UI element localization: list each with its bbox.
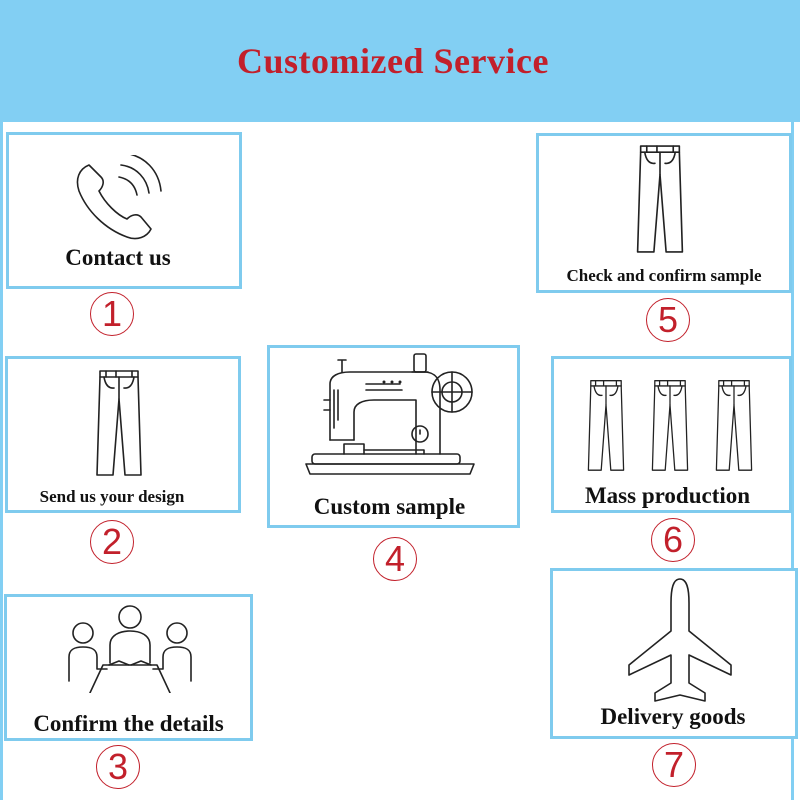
page-title: Customized Service: [237, 41, 549, 81]
step-card-delivery: Delivery goods: [550, 568, 798, 739]
step-label: Delivery goods: [600, 704, 746, 729]
step-number: 5: [646, 298, 690, 342]
step-label: Send us your design: [39, 487, 185, 506]
pants-icon: [636, 145, 684, 253]
step-card-check-sample: Check and confirm sample: [536, 133, 792, 293]
step-label: Check and confirm sample: [566, 266, 762, 285]
step-number: 1: [90, 292, 134, 336]
step-number: 6: [651, 518, 695, 562]
step-label: Contact us: [65, 245, 171, 270]
step-number: 4: [373, 537, 417, 581]
step-label: Custom sample: [313, 494, 466, 519]
step-card-confirm-details: Confirm the details: [4, 594, 253, 741]
step-card-contact: Contact us: [6, 132, 242, 289]
phone-icon: [76, 155, 162, 240]
airplane-icon: [628, 578, 732, 702]
step-label: Mass production: [584, 483, 751, 508]
header-banner: Customized Service: [0, 0, 800, 122]
step-number: 2: [90, 520, 134, 564]
pants-group-icon: [587, 380, 753, 471]
step-card-custom-sample: Custom sample: [267, 345, 520, 528]
step-label: Confirm the details: [33, 711, 224, 736]
step-number: 3: [96, 745, 140, 789]
content-frame: [0, 122, 794, 800]
pants-icon: [96, 370, 142, 476]
step-card-mass-production: Mass production: [551, 356, 792, 513]
meeting-icon: [68, 605, 192, 693]
sewing-machine-icon: [305, 353, 475, 475]
step-number: 7: [652, 743, 696, 787]
step-card-design: Send us your design: [5, 356, 241, 513]
